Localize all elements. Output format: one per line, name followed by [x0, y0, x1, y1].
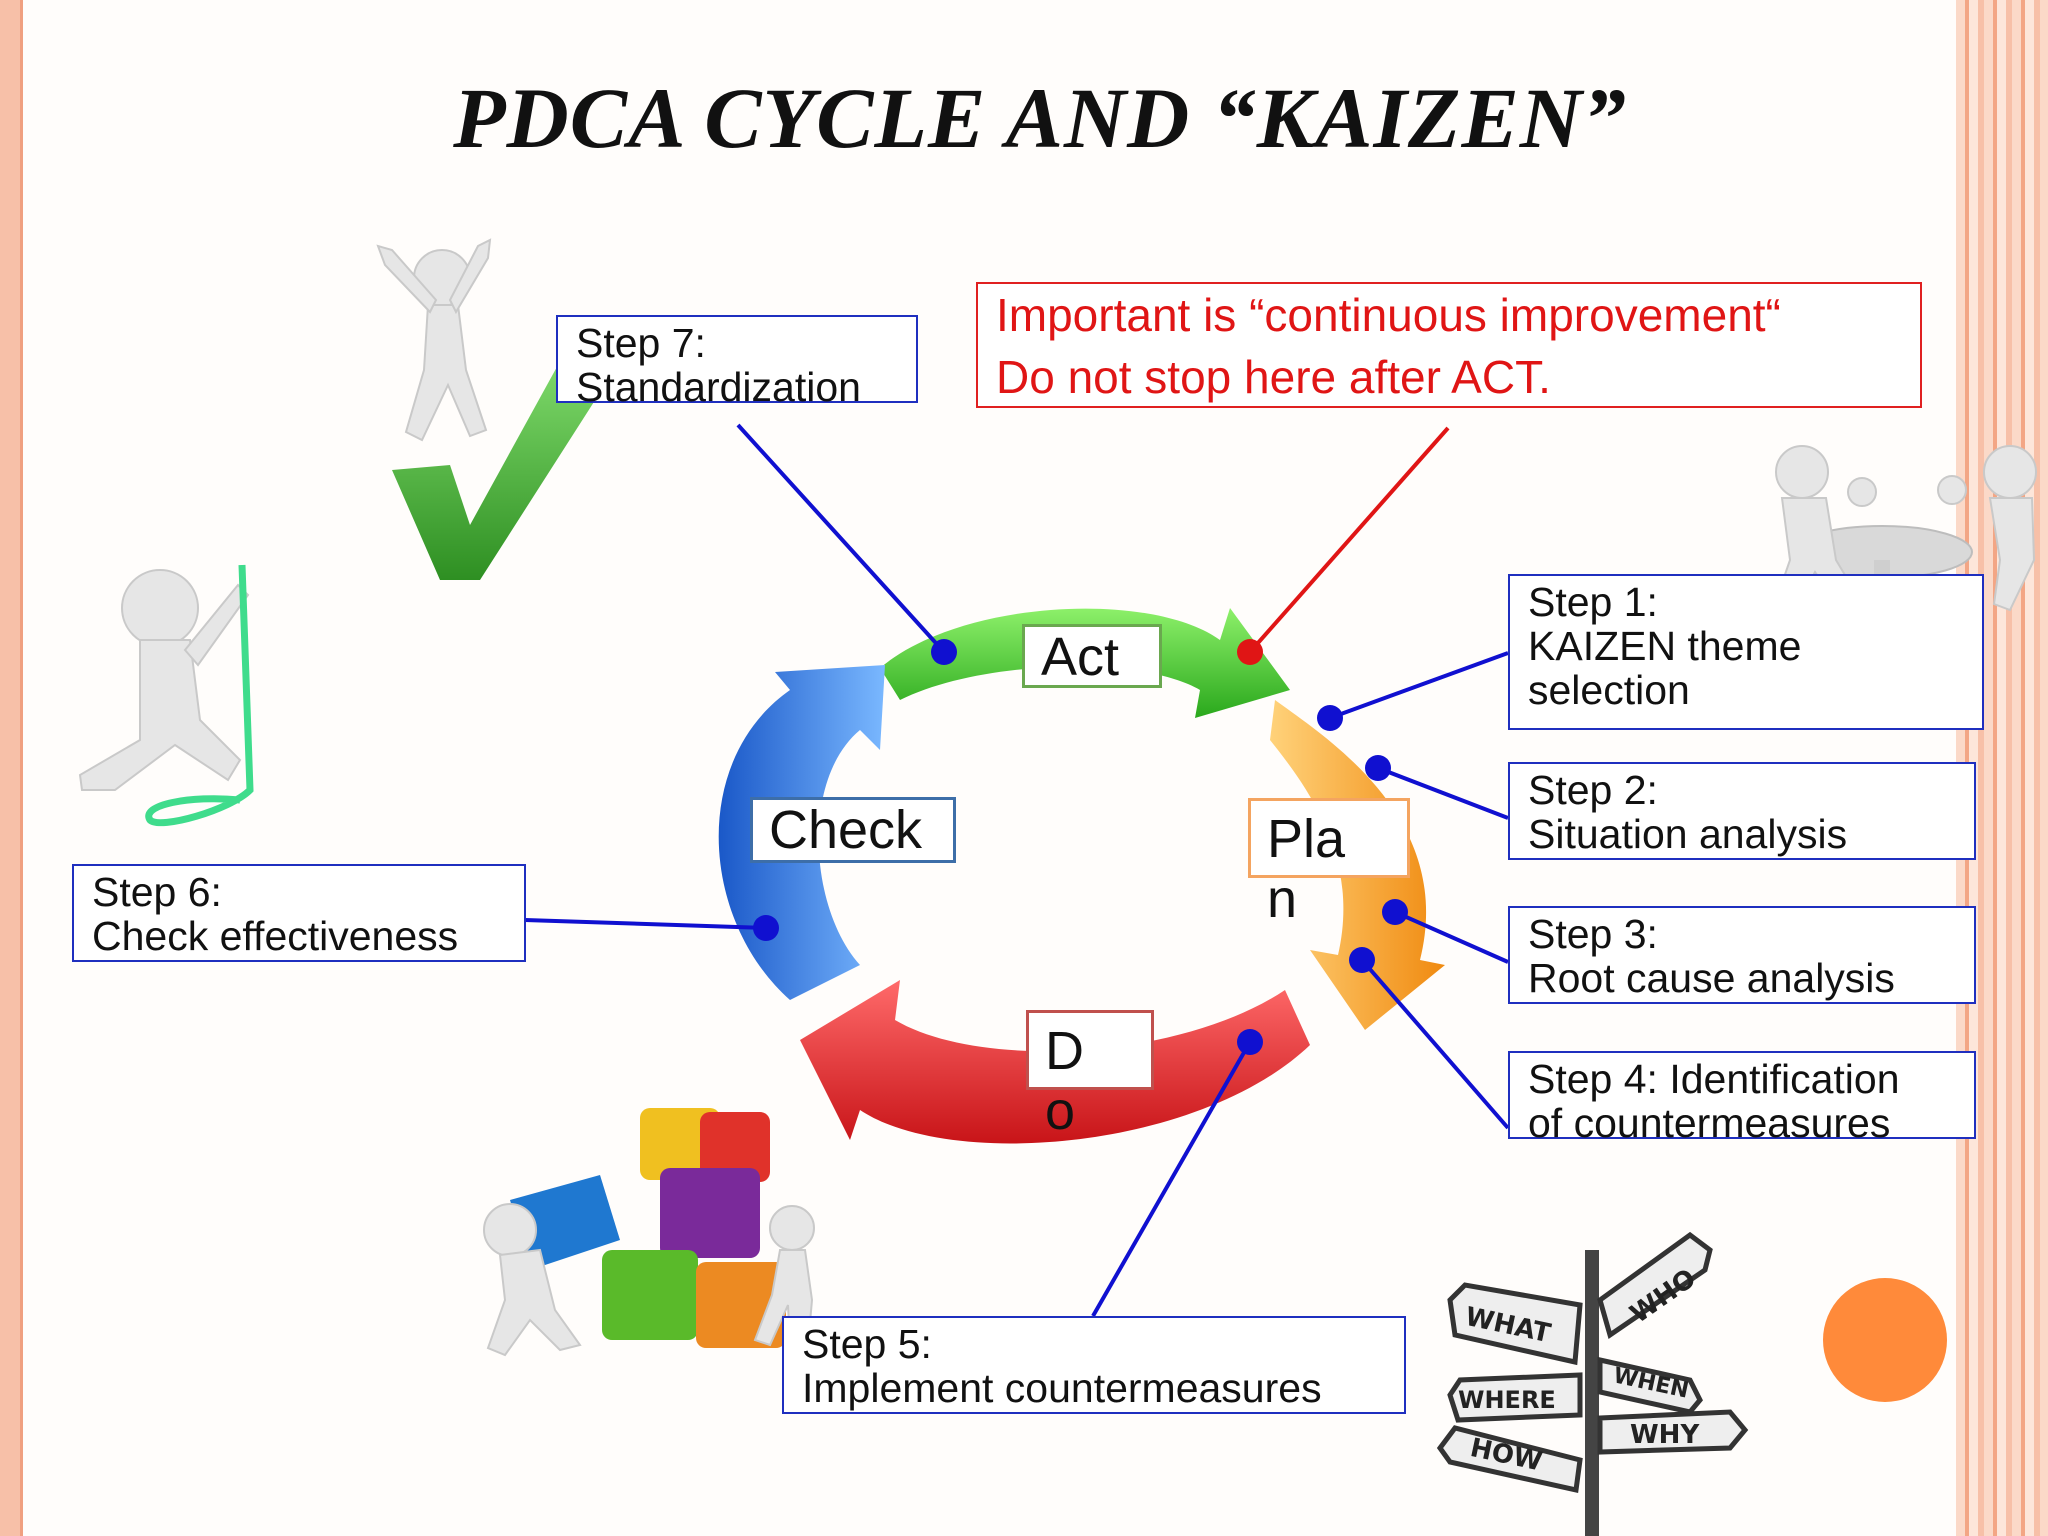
connector-step2 [1377, 766, 1509, 820]
puzzle-piece-blue [510, 1175, 620, 1270]
connectors [524, 423, 1510, 1317]
phase-plan-label: Pla n [1248, 798, 1410, 929]
connector-note [1248, 426, 1450, 654]
connector-dot-step3 [1382, 899, 1408, 925]
connector-dot-step1 [1317, 705, 1343, 731]
sign-why-icon [1597, 1409, 1749, 1455]
connector-dot-step5 [1237, 1029, 1263, 1055]
puzzle-illustration [483, 1108, 815, 1357]
sign-where-icon [1447, 1372, 1583, 1423]
sign-why-label: WHY [1630, 1420, 1700, 1450]
note-line-1: Important is “continuous improvement“ [996, 289, 1781, 341]
phase-act-label: Act [1022, 624, 1162, 688]
connector-step6 [524, 918, 767, 930]
step-3-box: Step 3: Root cause analysis [1508, 906, 1976, 1004]
note-line-2: Do not stop here after ACT. [996, 351, 1551, 403]
sign-when-icon [1597, 1356, 1703, 1415]
sign-how-icon [1436, 1425, 1583, 1494]
step-6-box: Step 6: Check effectiveness [72, 864, 526, 962]
step-1-box: Step 1: KAIZEN theme selection [1508, 574, 1984, 730]
measuring-figure-icon [78, 569, 250, 791]
puzzle-piece-red [700, 1112, 770, 1182]
puzzle-piece-green [602, 1250, 698, 1340]
connector-dot-note [1237, 639, 1263, 665]
connector-step3 [1394, 910, 1509, 964]
step-7-box: Step 7: Standardization [556, 315, 918, 409]
slide-title: PDCA CYCLE AND “KAIZEN” [453, 70, 1627, 166]
measuring-figure-illustration [78, 564, 254, 827]
connector-step4 [1360, 958, 1510, 1130]
phase-do-label: D o [1026, 1010, 1154, 1141]
left-border [0, 0, 23, 1536]
connector-dot-step4 [1349, 947, 1375, 973]
decorative-orange-circle [1823, 1278, 1947, 1402]
continuous-improvement-note: Important is “continuous improvement“ Do… [976, 282, 1922, 408]
check-mark-illustration [376, 238, 608, 580]
signpost-illustration: WHAT WHO WHERE WHEN HOW WHY [1436, 1231, 1749, 1536]
connector-dot-step7 [931, 639, 957, 665]
step-5-box: Step 5: Implement countermeasures [782, 1316, 1406, 1414]
connector-step1 [1329, 651, 1509, 720]
check-mark-icon [392, 365, 608, 580]
sign-where-label: WHERE [1458, 1386, 1556, 1414]
step-2-box: Step 2: Situation analysis [1508, 762, 1976, 860]
connector-step7 [736, 423, 946, 654]
puzzle-piece-purple [660, 1168, 760, 1258]
phase-check-label: Check [750, 797, 956, 863]
connector-dot-step6 [753, 915, 779, 941]
sign-who-icon [1597, 1231, 1713, 1340]
connector-step5 [1091, 1041, 1252, 1317]
sign-what-icon [1447, 1282, 1583, 1366]
connector-dot-step2 [1365, 755, 1391, 781]
jumping-figure-icon [376, 238, 492, 442]
signpost-pole-icon [1585, 1250, 1599, 1536]
step-4-box: Step 4: Identification of countermeasure… [1508, 1051, 1976, 1145]
measuring-tape-icon [145, 564, 254, 827]
